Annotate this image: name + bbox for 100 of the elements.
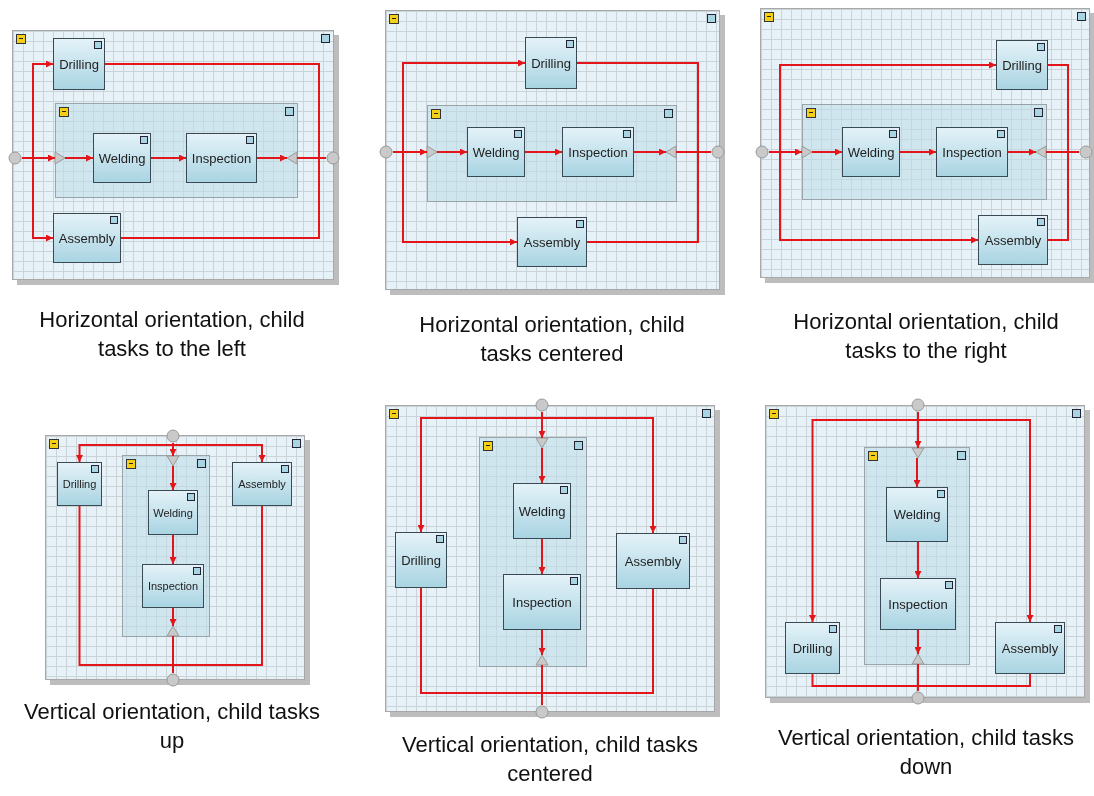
task-box xyxy=(880,578,956,630)
port-triangle xyxy=(167,456,179,466)
task-label: Drilling xyxy=(401,552,441,568)
caption: Vertical orientation, child tasks up xyxy=(23,698,321,755)
port-circle xyxy=(326,151,340,165)
task-label: Assembly xyxy=(523,234,581,250)
task-label: Welding xyxy=(893,507,941,522)
task-label: Drilling xyxy=(59,56,99,72)
task-label: Welding xyxy=(98,150,146,166)
task-box xyxy=(996,40,1048,90)
task-label: Inspection xyxy=(568,144,628,160)
port-triangle xyxy=(802,146,812,158)
task-box xyxy=(503,574,581,630)
task-label: Inspection xyxy=(191,150,252,166)
task-box xyxy=(525,37,577,89)
port-circle xyxy=(755,145,769,159)
connector-arrow xyxy=(913,457,921,488)
port-triangle xyxy=(167,626,179,636)
task-box xyxy=(148,490,198,535)
connector-arrow xyxy=(914,541,922,579)
port-circle xyxy=(379,145,393,159)
task-box xyxy=(886,487,948,542)
connector-arrow xyxy=(169,607,177,627)
task-box xyxy=(785,622,840,674)
connector-arrow xyxy=(541,411,657,534)
port-circle xyxy=(535,398,549,412)
task-label: Assembly xyxy=(58,230,116,246)
task-box xyxy=(842,127,900,177)
connector-arrow xyxy=(633,148,667,156)
group-container xyxy=(427,105,677,202)
task-box xyxy=(142,564,204,608)
port-triangle xyxy=(287,152,297,164)
port-circle xyxy=(166,673,180,687)
task-label: Assembly xyxy=(238,478,286,490)
task-box xyxy=(517,217,587,267)
caption: Horizontal orientation, child tasks to the right xyxy=(792,308,1060,365)
task-box xyxy=(467,127,525,177)
connector-arrow xyxy=(172,442,266,463)
task-box xyxy=(995,622,1065,674)
caption: Horizontal orientation, child tasks centered xyxy=(418,311,686,368)
task-label: Inspection xyxy=(512,594,572,610)
task-label: Welding xyxy=(518,503,566,519)
port-circle xyxy=(166,429,180,443)
connector-arrow xyxy=(811,148,843,156)
connector-arrow xyxy=(436,148,468,156)
connector-arrow xyxy=(917,411,1034,623)
connector-arrow xyxy=(538,629,546,656)
task-box xyxy=(978,215,1048,265)
port-circle xyxy=(535,705,549,719)
task-label: Inspection xyxy=(147,580,199,592)
port-triangle xyxy=(1036,146,1046,158)
connector-arrow xyxy=(538,538,546,575)
connector-arrow xyxy=(392,151,518,246)
port-circle xyxy=(911,691,925,705)
task-box xyxy=(186,133,257,183)
task-box xyxy=(232,462,292,506)
task-label: Assembly xyxy=(984,232,1042,248)
task-label: Welding xyxy=(847,144,895,160)
connector-arrow xyxy=(64,154,94,162)
task-label: Inspection xyxy=(942,144,1002,160)
group-container xyxy=(55,103,298,198)
connector-arrow xyxy=(256,154,288,162)
group-container xyxy=(802,104,1047,200)
connector-arrow xyxy=(150,154,187,162)
connector-arrow xyxy=(169,534,177,565)
port-circle xyxy=(8,151,22,165)
group-container xyxy=(864,447,970,665)
group-container xyxy=(122,455,210,637)
caption: Horizontal orientation, child tasks to the left xyxy=(38,306,306,363)
connector-arrow xyxy=(914,629,922,655)
task-box xyxy=(562,127,634,177)
task-box xyxy=(53,213,121,263)
port-triangle xyxy=(427,146,437,158)
port-circle xyxy=(711,145,725,159)
connector-arrow xyxy=(899,148,937,156)
caption: Vertical orientation, child tasks down xyxy=(777,724,1075,781)
task-box xyxy=(513,483,571,539)
connector-arrow xyxy=(76,442,174,463)
task-box xyxy=(616,533,690,589)
port-circle xyxy=(911,398,925,412)
connector-arrow xyxy=(169,465,177,491)
connector-arrow xyxy=(21,157,54,242)
port-triangle xyxy=(912,654,924,664)
port-circle xyxy=(1079,145,1093,159)
task-label: Assembly xyxy=(624,553,682,569)
port-triangle xyxy=(912,448,924,458)
task-label: Inspection xyxy=(888,596,948,612)
port-triangle xyxy=(536,655,548,665)
task-label: Assembly xyxy=(1001,640,1059,656)
task-box xyxy=(53,38,105,90)
connector-arrow xyxy=(768,151,979,244)
port-triangle xyxy=(55,152,65,164)
task-box xyxy=(57,462,102,506)
task-label: Welding xyxy=(153,506,193,519)
task-box xyxy=(93,133,151,183)
connector-arrow xyxy=(538,447,546,484)
connector-arrow xyxy=(524,148,563,156)
task-label: Welding xyxy=(472,144,520,160)
task-label: Drilling xyxy=(792,640,833,656)
connector-arrow xyxy=(1007,148,1037,156)
